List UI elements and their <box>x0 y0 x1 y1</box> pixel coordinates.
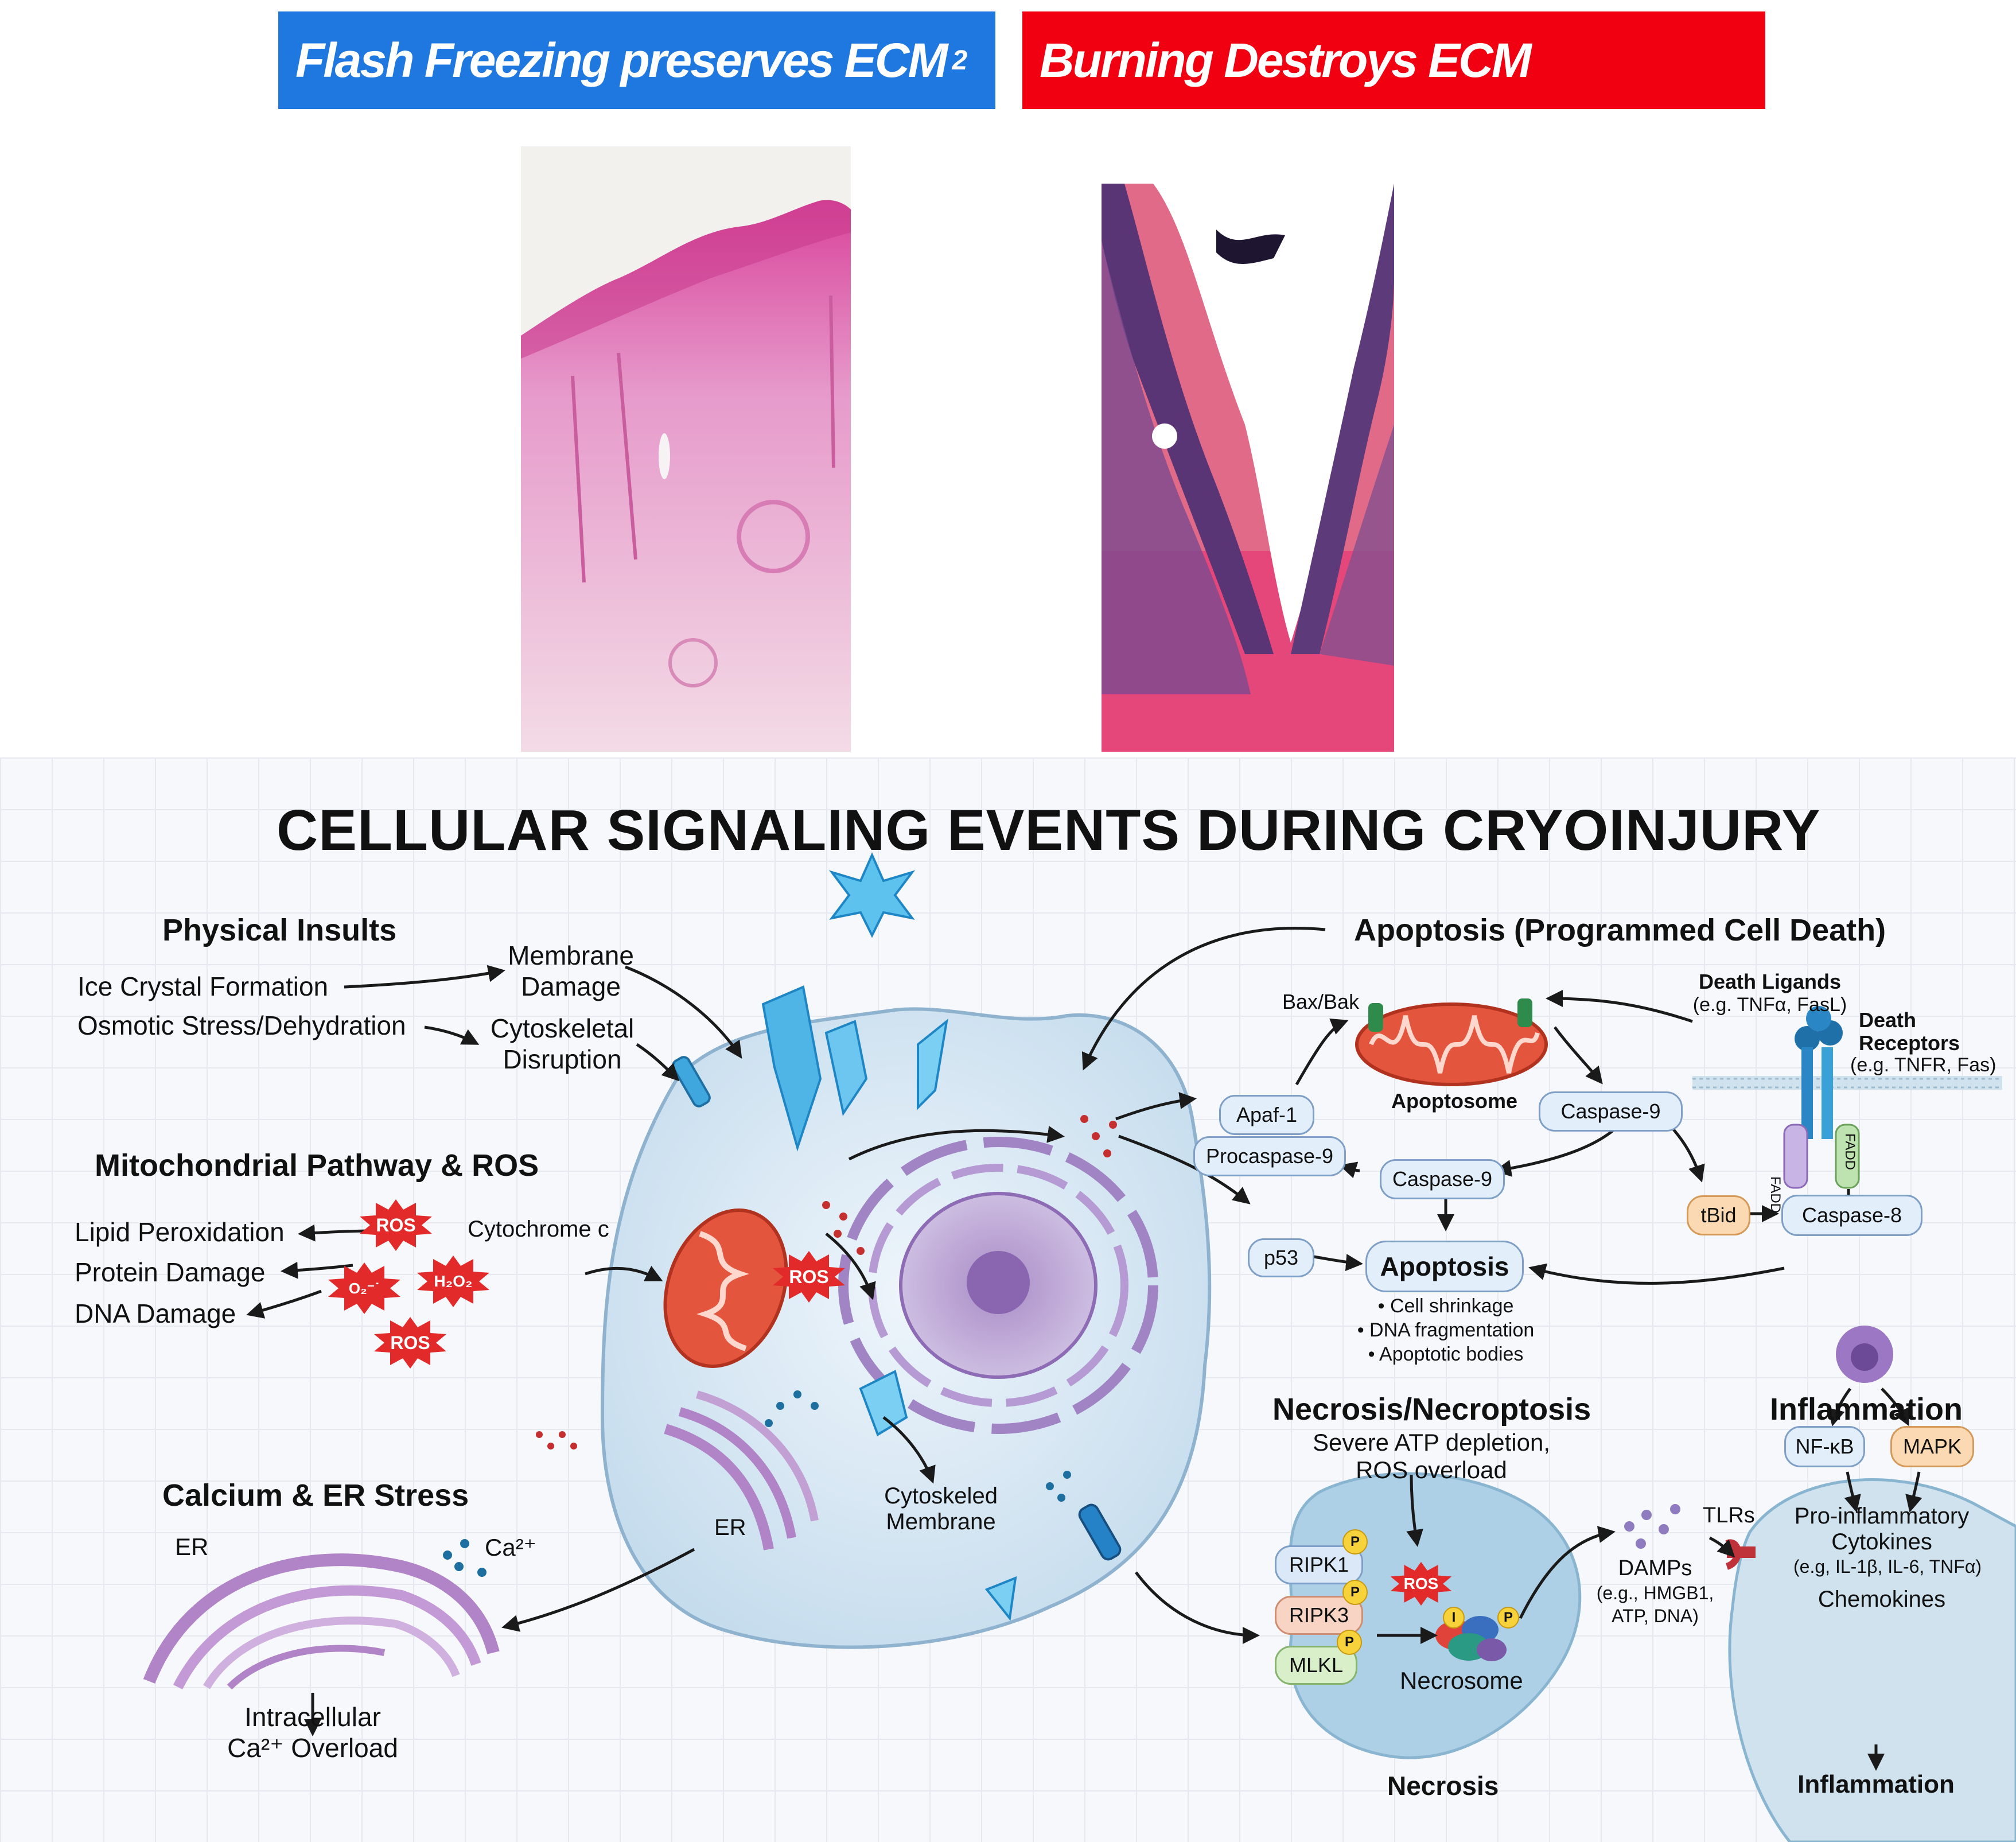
caspase8-box: Caspase-8 <box>1781 1195 1922 1236</box>
cryoinjury-diagram: CELLULAR SIGNALING EVENTS DURING CRYOINJ… <box>0 757 2016 1842</box>
mlkl-phospho-badge: P <box>1337 1630 1362 1655</box>
inflammation-heading: Inflammation <box>1770 1392 1963 1427</box>
membrane-damage-label: Membrane Damage <box>505 940 637 1002</box>
osmotic-stress-label: Osmotic Stress/Dehydration <box>77 1011 406 1040</box>
cytochrome-c-label: Cytochrome c <box>468 1217 609 1242</box>
ripk1-box: RIPK1 <box>1275 1545 1363 1584</box>
superoxide-label: O₂⁻˙ <box>348 1279 380 1297</box>
membrane-damage-line1: Membrane <box>508 941 634 970</box>
banner-burning: Burning Destroys ECM <box>1022 11 1765 109</box>
mapk-box: MAPK <box>1890 1426 1974 1467</box>
bax-bak-label: Bax/Bak <box>1282 990 1360 1013</box>
main-cell <box>600 1007 1212 1649</box>
calcium-ion-label: Ca²⁺ <box>485 1534 536 1561</box>
calcium-overload-line2: Ca²⁺ Overload <box>227 1733 398 1763</box>
death-ligands-example: (e.g. TNFα, FasL) <box>1692 994 1847 1016</box>
necrosis-subtitle-line2: ROS overload <box>1356 1456 1507 1483</box>
membrane-damage-line2: Damage <box>521 971 621 1001</box>
ripk3-phospho-badge: P <box>1342 1580 1368 1605</box>
ice-crystal-label: Ice Crystal Formation <box>77 971 329 1001</box>
h2o2-burst: H₂O₂ <box>416 1256 491 1307</box>
necrosome-label: Necrosome <box>1400 1667 1523 1694</box>
p53-box: p53 <box>1248 1238 1314 1277</box>
ros-burst-1-label: ROS <box>376 1214 416 1235</box>
caspase9-box-top: Caspase-9 <box>1539 1091 1683 1132</box>
ros-burst-2: ROS <box>373 1317 447 1369</box>
cytoskeled-line1: Cytoskeled <box>884 1483 998 1509</box>
cytoskeletal-disruption-line1: Cytoskeletal <box>490 1013 635 1043</box>
necrosome-i-badge: I <box>1443 1607 1465 1629</box>
death-receptors-label: Death <box>1859 1008 1917 1032</box>
damps-label: DAMPs <box>1618 1556 1692 1580</box>
apoptosis-feature-1: • Cell shrinkage <box>1377 1295 1514 1317</box>
necrosis-ros-burst: ROS <box>1390 1561 1453 1607</box>
histology-frozen-image <box>521 146 851 752</box>
death-receptors-example: (e.g. TNFR, Fas) <box>1850 1054 1996 1076</box>
ripk1-phospho-badge: P <box>1342 1529 1368 1555</box>
calcium-overload-label: Intracellular Ca²⁺ Overload <box>221 1701 404 1763</box>
caspase9-box-mid: Caspase-9 <box>1380 1159 1505 1199</box>
cytokines-label: Pro-inflammatory Cytokines <box>1761 1503 2002 1555</box>
banner-burning-text: Burning Destroys ECM <box>1040 33 1532 87</box>
fadd-label-2: FADD <box>1842 1133 1858 1171</box>
ripk3-box: RIPK3 <box>1275 1596 1363 1635</box>
necrosis-label: Necrosis <box>1387 1771 1499 1801</box>
lipid-peroxidation-label: Lipid Peroxidation <box>75 1217 285 1247</box>
apaf1-box: Apaf-1 <box>1219 1095 1314 1135</box>
cytoskeletal-disruption-line2: Disruption <box>503 1044 622 1074</box>
nfkb-box: NF-κB <box>1784 1426 1865 1467</box>
cytoskeled-membrane-label: Cytoskeled Membrane <box>872 1483 1010 1535</box>
calcium-er-heading: Calcium & ER Stress <box>162 1478 469 1513</box>
diagram-title: CELLULAR SIGNALING EVENTS DURING CRYOINJ… <box>277 798 1821 862</box>
calcium-overload-line1: Intracellular <box>244 1702 381 1732</box>
histology-burned-image <box>1102 149 1394 752</box>
cytokines-line2: Cytokines <box>1831 1529 1932 1555</box>
ros-burst-cell: ROS <box>772 1251 846 1303</box>
fadd-label-1: FADD <box>1768 1176 1783 1214</box>
apoptosis-features-list: • Cell shrinkage • DNA fragmentation • A… <box>1334 1294 1558 1366</box>
banner-superscript: 2 <box>952 45 967 76</box>
physical-insults-heading: Physical Insults <box>162 913 397 947</box>
death-receptors-label-2: Receptors <box>1859 1031 1960 1055</box>
tbid-box: tBid <box>1687 1195 1750 1235</box>
procaspase9-box: Procaspase-9 <box>1193 1136 1346 1176</box>
superoxide-burst: O₂⁻˙ <box>327 1262 402 1314</box>
cell-er-label: ER <box>714 1515 746 1540</box>
apoptosome-label: Apoptosome <box>1391 1089 1517 1113</box>
death-ligands-label: Death Ligands <box>1698 970 1842 993</box>
ros-burst-1: ROS <box>359 1199 433 1251</box>
apoptosis-heading: Apoptosis (Programmed Cell Death) <box>1354 913 1886 947</box>
apoptosis-feature-3: • Apoptotic bodies <box>1368 1343 1524 1365</box>
necrosome-p-badge: P <box>1497 1607 1519 1629</box>
h2o2-label: H₂O₂ <box>434 1272 473 1290</box>
apoptosis-box: Apoptosis <box>1365 1241 1524 1292</box>
cytokines-line1: Pro-inflammatory <box>1794 1503 1970 1529</box>
chemokines-label: Chemokines <box>1817 1587 1946 1612</box>
necrosis-subtitle: Severe ATP depletion, ROS overload <box>1288 1429 1575 1484</box>
tlrs-label: TLRs <box>1703 1503 1755 1528</box>
ros-burst-cell-label: ROS <box>789 1266 829 1287</box>
damps-example-2: ATP, DNA) <box>1612 1606 1699 1626</box>
necrosis-heading: Necrosis/Necroptosis <box>1272 1392 1591 1427</box>
cytoskeled-line2: Membrane <box>886 1509 996 1534</box>
cytoskeletal-disruption-label: Cytoskeletal Disruption <box>485 1013 640 1075</box>
necrosis-subtitle-line1: Severe ATP depletion, <box>1312 1429 1551 1456</box>
damps-example-1: (e.g., HMGB1, <box>1596 1583 1714 1603</box>
apoptosis-feature-2: • DNA fragmentation <box>1357 1319 1535 1341</box>
banner-flash-freezing-text: Flash Freezing preserves ECM <box>295 33 948 87</box>
protein-damage-label: Protein Damage <box>75 1257 266 1287</box>
inflammation-result-label: Inflammation <box>1797 1770 1955 1798</box>
ros-burst-2-label: ROS <box>390 1332 430 1353</box>
mito-pathway-heading: Mitochondrial Pathway & ROS <box>95 1148 539 1183</box>
dna-damage-label: DNA Damage <box>75 1299 236 1328</box>
diagram-graphics <box>143 852 2016 1842</box>
necrosis-ros-label: ROS <box>1403 1575 1439 1592</box>
cytokines-example: (e.g, IL-1β, IL-6, TNFα) <box>1793 1556 1982 1577</box>
er-label: ER <box>175 1533 209 1560</box>
